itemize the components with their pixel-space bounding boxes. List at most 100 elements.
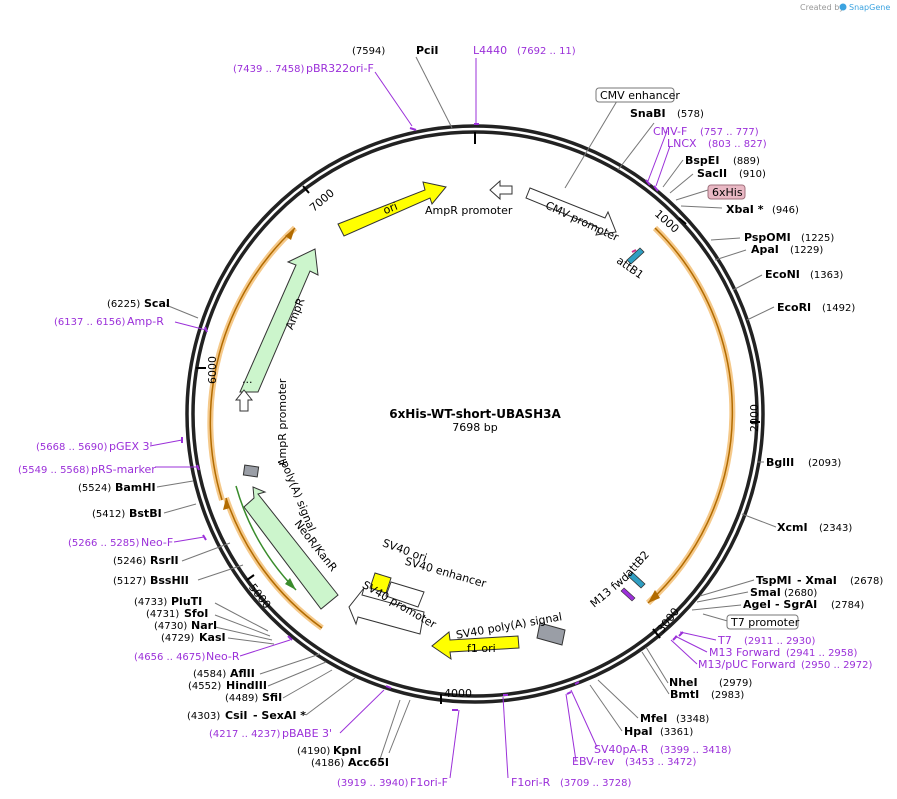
primer-range: (2941 .. 2958)	[786, 648, 858, 659]
site-name: Acc65I	[348, 756, 389, 769]
site-name: BstBI	[129, 507, 162, 520]
site-name: KasI	[199, 631, 226, 644]
ampr-feature[interactable]: AmpR ...	[239, 248, 319, 393]
tick-6000: 6000	[206, 356, 219, 384]
site-pos: (1492)	[822, 303, 855, 314]
primer-range: (5668 .. 5690)	[36, 442, 108, 453]
site-pos: (4489)	[225, 693, 258, 704]
site-pos: (4584)	[193, 669, 226, 680]
site-name: BglII	[766, 456, 794, 469]
primer-name: LNCX	[667, 137, 697, 150]
t7-promoter-label: T7 promoter	[730, 616, 800, 629]
attb2-feature[interactable]: M13 fwd attB2	[588, 548, 652, 610]
primer-labels: L4440 (7692 .. 11) pBR322ori-F (7439 .. …	[18, 44, 873, 789]
his-tag-label: 6xHis	[712, 186, 743, 199]
primer-range: (4217 .. 4237)	[209, 729, 281, 740]
site-pos: (2979)	[719, 678, 752, 689]
site-pos: (7594)	[352, 46, 385, 57]
site-name: BspEI	[685, 154, 719, 167]
site-name: EcoRI	[777, 301, 811, 314]
tick-7000: 7000	[307, 186, 337, 214]
snapgene-logo-icon	[839, 3, 847, 11]
ampr-promoter-left-label: AmpR promoter	[276, 378, 289, 466]
site-name: AflII	[230, 667, 255, 680]
primer-range: (7692 .. 11)	[517, 46, 576, 57]
site-pos: (578)	[677, 109, 704, 120]
cmv-enhancer-box[interactable]: CMV enhancer	[595, 87, 680, 103]
site-name: RsrII	[150, 554, 179, 567]
neor-inner-arc	[235, 485, 297, 591]
primer-range: (3399 .. 3418)	[660, 745, 732, 756]
primer-name: pBABE 3'	[282, 727, 332, 740]
site-pos: (1229)	[790, 245, 823, 256]
primer-range: (7439 .. 7458)	[233, 64, 305, 75]
site-name: BamHI	[115, 481, 156, 494]
primer-name: pGEX 3'	[109, 440, 153, 453]
site-pos: (5412)	[92, 509, 125, 520]
site-pos: (6225)	[107, 299, 140, 310]
primer-name: CMV-F	[653, 125, 687, 138]
ampr-promoter-top-label: AmpR promoter	[425, 204, 513, 217]
site-pos: (1363)	[810, 270, 843, 281]
site-name: ScaI	[144, 297, 170, 310]
primer-name: Amp-R	[127, 315, 164, 328]
site-name: BmtI	[670, 688, 699, 701]
site-name: TspMI	[756, 574, 792, 587]
site-name: SfoI	[184, 607, 208, 620]
site-name: EcoNI	[765, 268, 800, 281]
site-pos: (4186)	[311, 758, 344, 769]
site-labels-right: PciI (7594) SnaBI (578) BspEI (889) SacI…	[352, 44, 883, 738]
t7-promoter-box[interactable]: T7 promoter	[726, 614, 800, 630]
site-pos: (889)	[733, 156, 760, 167]
site-pos: (4729)	[161, 633, 194, 644]
attb1-feature[interactable]: attB1	[614, 247, 646, 282]
site-name: - SgrAI	[775, 598, 817, 611]
cmv-enhancer-label: CMV enhancer	[600, 89, 680, 102]
site-name: PciI	[416, 44, 438, 57]
site-name: NheI	[669, 676, 698, 689]
primer-name: EBV-rev	[572, 755, 615, 768]
site-name: CsiI	[225, 709, 247, 722]
site-pos: (5246)	[113, 556, 146, 567]
attb2-label: attB2	[622, 548, 652, 579]
site-pos: (2678)	[850, 576, 883, 587]
site-name: SacII	[697, 167, 727, 180]
primer-range: (757 .. 777)	[700, 127, 759, 138]
primer-name: SV40pA-R	[594, 743, 649, 756]
site-labels-left: KpnI (4190) Acc65I (4186) CsiI (4303) - …	[78, 297, 389, 769]
tick-2000: 2000	[748, 404, 761, 432]
backbone-outer-ring	[185, 124, 765, 704]
ori-feature[interactable]: ori	[337, 181, 447, 237]
site-name: PspOMI	[744, 231, 791, 244]
site-name: NarI	[191, 619, 217, 632]
site-name: HpaI	[624, 725, 653, 738]
f1-ori-feature[interactable]: f1 ori	[431, 631, 520, 661]
credit-app: SnapGene	[849, 3, 890, 12]
primer-name: F1ori-F	[410, 776, 448, 789]
primer-name: Neo-F	[141, 536, 173, 549]
site-pos: (4730)	[154, 621, 187, 632]
site-pos: (4303)	[187, 711, 220, 722]
primer-name: L4440	[473, 44, 507, 57]
leader-lines	[149, 56, 777, 779]
his-tag-box[interactable]: 6xHis	[707, 184, 746, 200]
primer-name: Neo-R	[206, 650, 240, 663]
primer-range: (2950 .. 2972)	[801, 660, 873, 671]
site-name: HindIII	[226, 679, 267, 692]
tick-marks	[196, 132, 760, 704]
cmv-promoter[interactable]: CMV promoter	[525, 187, 621, 244]
ampr-promoter-top[interactable]: AmpR promoter	[425, 179, 513, 217]
site-pos: (3361)	[660, 727, 693, 738]
site-name: SnaBI	[630, 107, 666, 120]
primer-range: (2911 .. 2930)	[744, 636, 816, 647]
site-pos: (1225)	[801, 233, 834, 244]
primer-name: M13/pUC Forward	[698, 658, 796, 671]
primer-range: (5266 .. 5285)	[68, 538, 140, 549]
site-pos: (946)	[772, 205, 799, 216]
ori-label: ori	[381, 200, 399, 217]
site-name: KpnI	[333, 744, 361, 757]
primer-name: T7	[717, 634, 732, 647]
site-name: MfeI	[640, 712, 667, 725]
ampr-promoter-left[interactable]: AmpR promoter	[234, 378, 289, 466]
